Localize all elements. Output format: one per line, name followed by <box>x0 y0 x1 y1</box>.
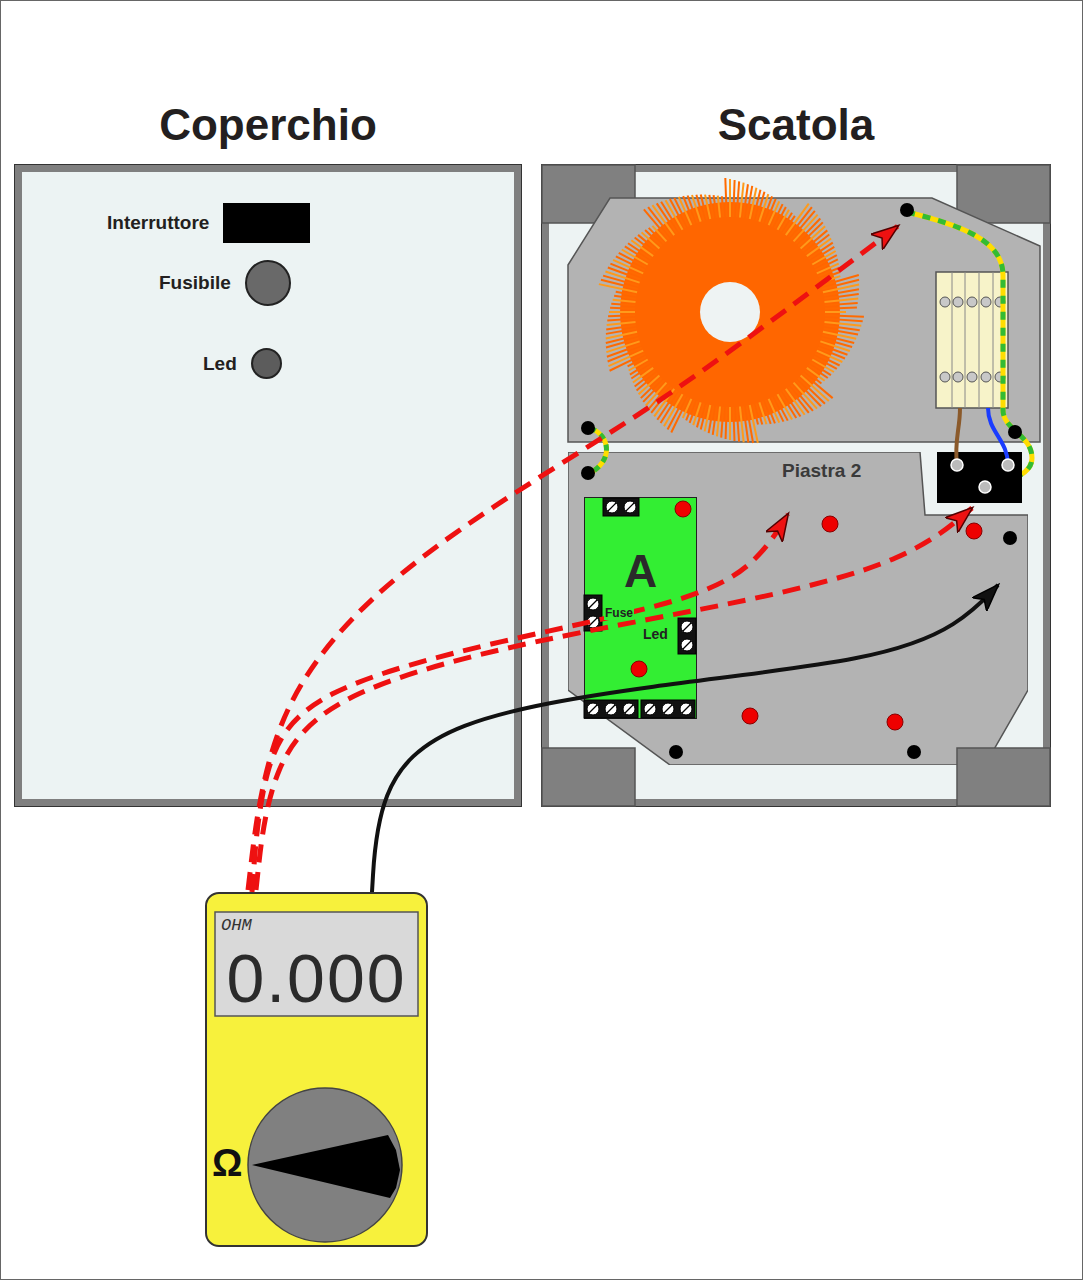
fuse-holder: Fusibile <box>159 260 291 306</box>
node-label: OHM <box>221 916 252 935</box>
node-label: Scatola <box>542 100 1050 150</box>
multimeter: OHM 0.000Ω <box>205 892 428 1247</box>
node-text: 0.000 <box>215 944 418 1012</box>
circuit-board: A FuseLed <box>584 497 697 719</box>
node-label: Interruttore <box>107 212 209 234</box>
fuse-cap <box>245 260 291 306</box>
node-label: Fusibile <box>159 272 231 294</box>
switch: Interruttore <box>107 203 311 243</box>
lid-panel: CoperchioInterruttoreFusibileLed <box>15 165 521 806</box>
switch-body <box>223 203 310 243</box>
plate-shape <box>568 452 1028 765</box>
node-label: Led <box>203 353 237 375</box>
box-panel: ScatolaPiastra 2AFuseLed <box>542 165 1050 806</box>
node-text: Led <box>642 626 669 642</box>
node-label: Piastra 2 <box>782 460 861 482</box>
node-text: Fuse <box>604 606 634 620</box>
plate: Piastra 2 A FuseLed <box>568 452 1028 765</box>
led-lens <box>251 348 282 379</box>
node-label: Coperchio <box>15 100 521 150</box>
node-label: A <box>585 548 696 594</box>
led-indicator: Led <box>203 348 282 379</box>
node-text: Ω <box>212 1144 242 1182</box>
